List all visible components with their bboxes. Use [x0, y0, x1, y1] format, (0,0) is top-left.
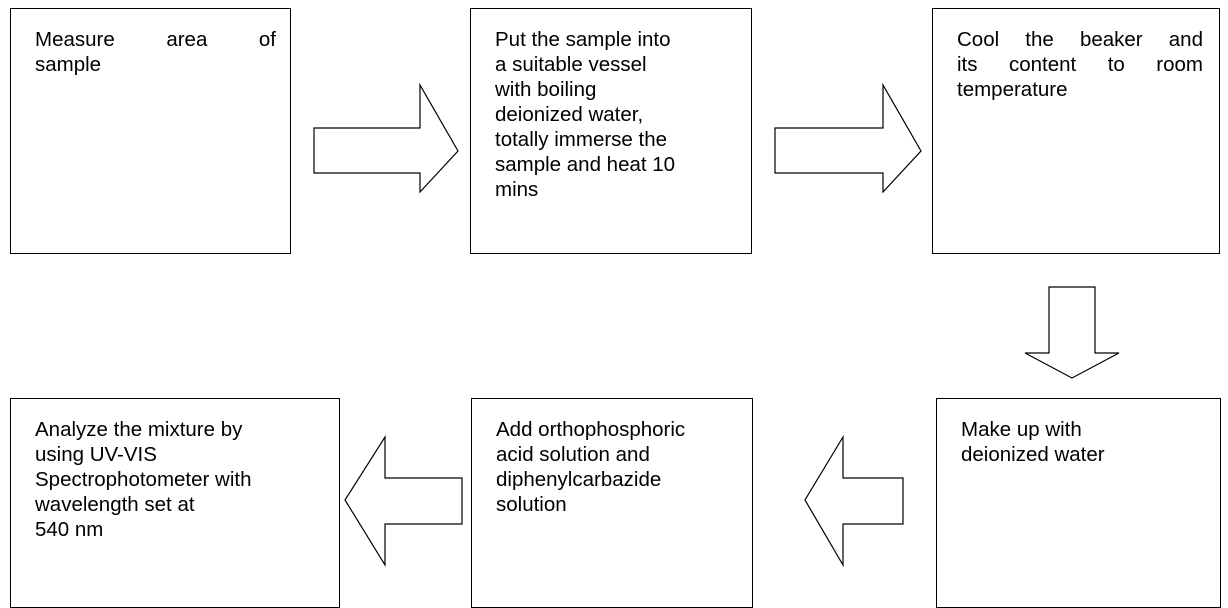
- step-text-line: totally immerse the: [495, 128, 668, 151]
- step-box-make-up: Make up with deionized water: [936, 398, 1221, 608]
- step-text-line: Add orthophosphoric: [496, 418, 686, 441]
- step-text-line: sample and heat 10: [495, 153, 676, 176]
- step-text-line: Measure area of: [35, 28, 276, 51]
- step-text-line: 540 nm: [35, 518, 104, 541]
- step-text-line: a suitable vessel: [495, 53, 647, 76]
- arrow-down-icon: [1024, 286, 1120, 379]
- step-text-line: diphenylcarbazide: [496, 468, 662, 491]
- step-text-line: using UV-VIS: [35, 443, 157, 466]
- step-box-add-solutions: Add orthophosphoric acid solution and di…: [471, 398, 753, 608]
- step-text-line: Put the sample into: [495, 28, 671, 51]
- step-text-line: Analyze the mixture by: [35, 418, 243, 441]
- step-text-line: sample: [35, 53, 102, 76]
- step-text-line: its content to room: [957, 53, 1203, 76]
- arrow-right-icon: [774, 82, 922, 194]
- step-text-line: deionized water,: [495, 103, 644, 126]
- step-box-measure-area: Measure area of sample: [10, 8, 291, 254]
- step-box-analyze-mixture: Analyze the mixture by using UV-VIS Spec…: [10, 398, 340, 608]
- step-text-line: Make up with: [961, 418, 1082, 441]
- step-text-line: wavelength set at: [35, 493, 195, 516]
- step-text-line: with boiling: [495, 78, 597, 101]
- step-text-line: solution: [496, 493, 567, 516]
- step-text-line: acid solution and: [496, 443, 650, 466]
- step-text-line: deionized water: [961, 443, 1105, 466]
- arrow-left-icon: [344, 434, 463, 568]
- step-text-line: mins: [495, 178, 539, 201]
- step-text-line: Spectrophotometer with: [35, 468, 252, 491]
- step-box-boil-sample: Put the sample into a suitable vessel wi…: [470, 8, 752, 254]
- step-box-cool-beaker: Cool the beaker and its content to room …: [932, 8, 1220, 254]
- step-text-line: temperature: [957, 78, 1068, 101]
- step-text-line: Cool the beaker and: [957, 28, 1203, 51]
- arrow-left-icon: [804, 434, 904, 568]
- arrow-right-icon: [313, 82, 459, 194]
